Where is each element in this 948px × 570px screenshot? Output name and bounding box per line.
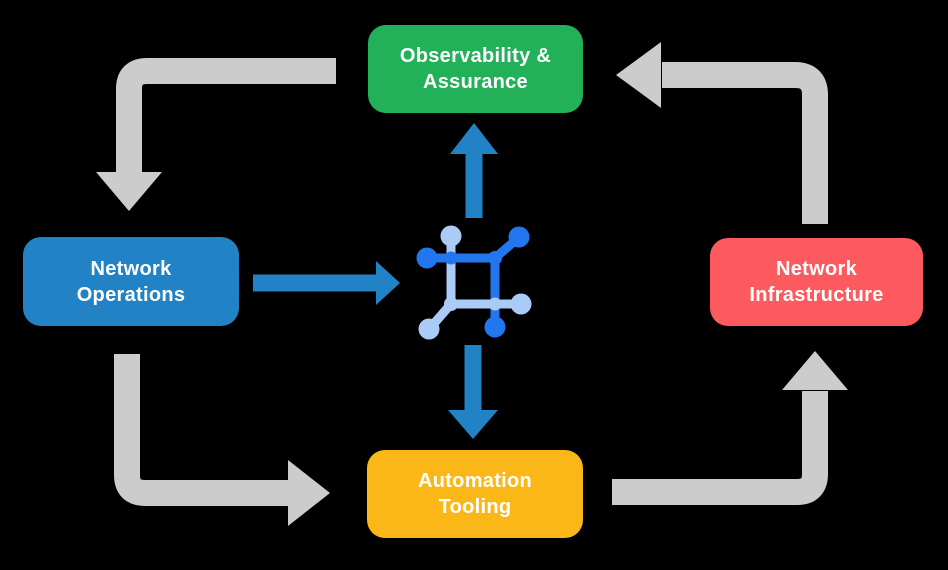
arrow-automation-to-infrastructure — [612, 351, 848, 505]
arrow-head — [288, 460, 330, 526]
arrow-shaft — [114, 354, 289, 506]
icon-dark-layer — [416, 226, 530, 338]
arrow-head — [376, 261, 400, 305]
icon-node — [418, 318, 440, 340]
icon-node — [416, 247, 438, 269]
arrow-shaft — [612, 391, 828, 505]
node-label-line: Operations — [76, 283, 186, 306]
arrow-shaft — [662, 62, 828, 224]
node-label-line: Automation — [417, 470, 533, 492]
arrow-center-to-automation — [448, 345, 498, 439]
icon-light-under-layer — [440, 225, 462, 309]
node-observability-assurance: Observability & Assurance — [368, 25, 583, 113]
arrow-observability-to-operations — [96, 58, 336, 211]
node-network-infrastructure: Network Infrastructure — [710, 238, 923, 326]
node-label-line: Network — [90, 257, 172, 280]
node-network-operations: Network Operations — [23, 237, 239, 326]
icon-joint — [444, 297, 458, 311]
arrow-operations-to-automation — [114, 354, 330, 526]
node-automation-tooling: Automation Tooling — [367, 450, 583, 538]
icon-light-over-layer — [418, 293, 532, 340]
node-label-line: Assurance — [423, 71, 528, 93]
icon-joint — [444, 251, 458, 265]
arrow-head — [782, 351, 848, 390]
icon-joint — [488, 297, 502, 311]
icon-node — [440, 225, 462, 247]
icon-joint — [488, 251, 502, 265]
arrow-center-to-observability — [450, 123, 498, 218]
arrow-head — [616, 42, 661, 108]
icon-node — [510, 293, 532, 315]
arrow-head — [96, 172, 162, 211]
arrow-head — [450, 123, 498, 154]
node-label-line: Observability & — [399, 45, 552, 67]
node-label-line: Network — [775, 258, 857, 280]
arrow-operations-to-center — [253, 261, 400, 305]
arrow-infrastructure-to-observability — [616, 42, 828, 224]
network-nodes-icon — [416, 225, 532, 340]
icon-node — [484, 316, 506, 338]
arrow-head — [448, 410, 498, 439]
node-label-line: Infrastructure — [749, 284, 884, 306]
node-label-line: Tooling — [438, 496, 512, 518]
icon-node — [508, 226, 530, 248]
arrow-shaft — [116, 58, 336, 173]
